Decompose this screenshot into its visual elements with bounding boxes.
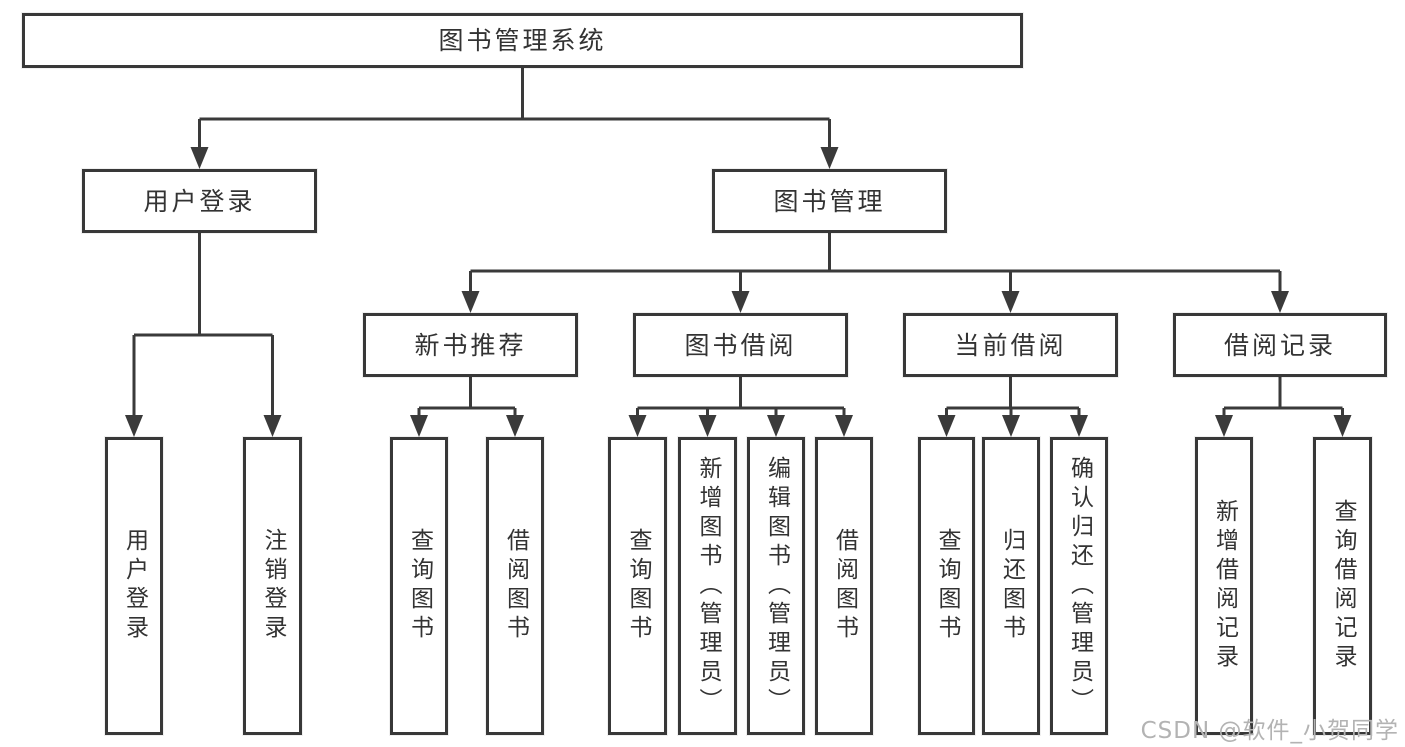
node-label: 查询图书: [406, 528, 433, 644]
node-leaf-bb-query: 查询图书: [608, 437, 667, 735]
node-leaf-cb-confirm: 确认归还（管理员）: [1050, 437, 1108, 735]
node-label: 用户登录: [121, 528, 148, 644]
arrowhead-icon: [1215, 415, 1233, 437]
node-label: 图书管理: [773, 186, 886, 216]
node-label: 注销登录: [260, 528, 286, 644]
node-label: 借阅记录: [1223, 330, 1336, 360]
node-leaf-nb-borrow: 借阅图书: [486, 437, 544, 735]
node-label: 编辑图书（管理员）: [763, 455, 790, 717]
edge-book-mgmt-branch: [469, 233, 1282, 295]
arrowhead-icon: [1001, 291, 1020, 313]
arrowhead-icon: [628, 415, 647, 437]
node-label: 新增借阅记录: [1211, 499, 1238, 673]
arrowhead-icon: [1333, 415, 1352, 437]
node-leaf-br-query: 查询借阅记录: [1313, 437, 1372, 735]
edge-book-borrow: [636, 377, 846, 419]
node-leaf-user-login: 用户登录: [105, 437, 163, 735]
node-label: 图书借阅: [684, 330, 797, 360]
node-book-mgmt-branch: 图书管理: [712, 169, 947, 233]
edge-user-login-branch: [132, 233, 274, 419]
arrowhead-icon: [835, 415, 853, 437]
node-label: 新书推荐: [414, 330, 527, 360]
arrowhead-icon: [125, 415, 143, 437]
arrowhead-icon: [1271, 291, 1289, 313]
arrowhead-icon: [820, 147, 839, 169]
node-leaf-br-add: 新增借阅记录: [1195, 437, 1253, 735]
node-label: 归还图书: [998, 528, 1025, 644]
arrowhead-icon: [698, 415, 717, 437]
node-label: 确认归还（管理员）: [1066, 455, 1093, 717]
node-new-book-rec: 新书推荐: [363, 313, 578, 377]
node-label: 查询借阅记录: [1330, 499, 1356, 673]
node-leaf-bb-add: 新增图书（管理员）: [678, 437, 737, 735]
node-current-borrow: 当前借阅: [903, 313, 1118, 377]
arrowhead-icon: [937, 415, 956, 437]
node-label: 查询图书: [625, 528, 651, 644]
node-leaf-bb-borrow: 借阅图书: [815, 437, 873, 735]
node-leaf-logout: 注销登录: [243, 437, 302, 735]
arrowhead-icon: [1002, 415, 1020, 437]
node-label: 查询图书: [934, 528, 960, 644]
arrowhead-icon: [263, 415, 282, 437]
node-label: 借阅图书: [502, 528, 529, 644]
node-user-login-branch: 用户登录: [82, 169, 317, 233]
edge-new-book-rec: [417, 377, 517, 419]
arrowhead-icon: [190, 147, 209, 169]
arrowhead-icon: [506, 415, 524, 437]
node-borrow-records: 借阅记录: [1173, 313, 1387, 377]
edge-borrow-records: [1222, 377, 1344, 419]
node-leaf-bb-edit: 编辑图书（管理员）: [747, 437, 805, 735]
node-root: 图书管理系统: [22, 13, 1023, 68]
arrowhead-icon: [767, 415, 785, 437]
arrowhead-icon: [1070, 415, 1088, 437]
arrowhead-icon: [410, 415, 428, 437]
node-label: 图书管理系统: [438, 26, 607, 55]
edge-root: [198, 68, 831, 151]
node-leaf-nb-query: 查询图书: [390, 437, 448, 735]
node-label: 用户登录: [143, 186, 256, 216]
node-leaf-cb-return: 归还图书: [982, 437, 1040, 735]
node-label: 借阅图书: [831, 528, 858, 644]
node-leaf-cb-query: 查询图书: [918, 437, 975, 735]
node-label: 新增图书（管理员）: [695, 455, 721, 717]
edge-current-borrow: [945, 377, 1081, 419]
arrowhead-icon: [731, 291, 750, 313]
node-label: 当前借阅: [954, 330, 1067, 360]
node-book-borrow: 图书借阅: [633, 313, 848, 377]
arrowhead-icon: [461, 291, 480, 313]
